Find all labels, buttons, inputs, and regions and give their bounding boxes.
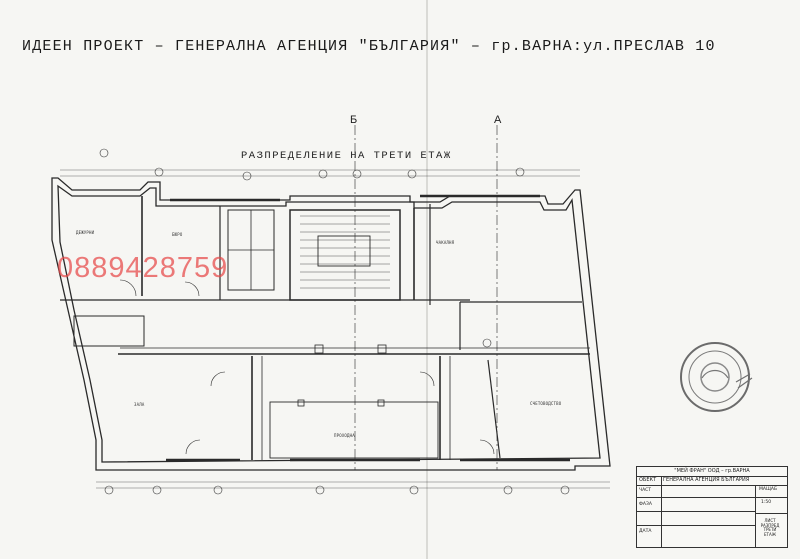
- grid-marker: [104, 485, 114, 495]
- door-swing: [184, 281, 200, 297]
- room-label: ЧАКАЛНЯ: [436, 240, 455, 245]
- grid-marker: [352, 169, 362, 179]
- lobby-inner: [269, 401, 439, 459]
- title-block-date-label: ДАТА: [639, 529, 652, 534]
- column: [377, 399, 385, 407]
- grid-marker: [154, 167, 164, 177]
- door-swing: [119, 279, 137, 297]
- room-label: БЮРО: [172, 232, 183, 237]
- title-block-part-label: ЧАСТ: [639, 488, 652, 493]
- column: [377, 344, 387, 354]
- stair-flight: [300, 215, 390, 289]
- column: [297, 399, 305, 407]
- door-swing: [479, 439, 495, 455]
- wall: [487, 359, 501, 459]
- title-block-sheet-label: ЛИСТ: [764, 518, 776, 523]
- column: [314, 344, 324, 354]
- outer-wall-inner: [57, 184, 601, 463]
- grid-marker: [152, 485, 162, 495]
- grid-marker: [318, 169, 328, 179]
- room-label: ЗАЛА: [134, 402, 145, 407]
- grid-marker: [409, 485, 419, 495]
- title-block-phase-label: ФАЗА: [639, 502, 652, 507]
- room-label: ДЕЖУРНИ: [76, 230, 95, 235]
- title-block-object-value: ГЕНЕРАЛНА АГЕНЦИЯ БЪЛГАРИЯ: [663, 477, 750, 483]
- company-stamp: [680, 342, 753, 412]
- outer-wall: [51, 177, 611, 471]
- grid-marker: [503, 485, 513, 495]
- drawing-header: ИДЕЕН ПРОЕКТ – ГЕНЕРАЛНА АГЕНЦИЯ "БЪЛГАР…: [22, 38, 716, 55]
- grid-marker: [213, 485, 223, 495]
- grid-marker: [560, 485, 570, 495]
- door-swing: [419, 371, 435, 387]
- grid-marker: [515, 167, 525, 177]
- phone-watermark: 0889428759: [57, 252, 229, 284]
- door-swing: [210, 371, 226, 387]
- grid-marker: [315, 485, 325, 495]
- room-label: ПРОХОДНА: [334, 433, 355, 438]
- grid-marker: [242, 171, 252, 181]
- room-label: СЧЕТОВОДСТВО: [530, 401, 562, 406]
- grid-marker: [407, 169, 417, 179]
- small-room: [73, 315, 145, 347]
- stair-core: [289, 209, 401, 301]
- paper-fold: [426, 0, 428, 559]
- stair-well: [317, 235, 371, 267]
- door-swing: [185, 439, 201, 455]
- title-block-firm: "МЕЙ ФРАН" ООД – гр.ВАРНА: [637, 467, 787, 477]
- title-block-scale: 1:50: [761, 500, 772, 505]
- axis-label-b: Б: [350, 114, 358, 126]
- grid-marker: [482, 338, 492, 348]
- grid-marker: [99, 148, 109, 158]
- floor-title: РАЗПРЕДЕЛЕНИЕ НА ТРЕТИ ЕТАЖ: [241, 150, 452, 162]
- axis-label-a: А: [494, 114, 502, 126]
- title-block: "МЕЙ ФРАН" ООД – гр.ВАРНА ОБЕКТ ГЕНЕРАЛН…: [636, 466, 788, 548]
- title-block-object-label: ОБЕКТ: [639, 477, 657, 483]
- title-block-sheet-value: РАЗПРЕД ТРЕТИ ЕТАЖ: [760, 522, 780, 537]
- title-block-scale-label: МАЩАБ: [759, 487, 778, 492]
- title-block-sheet: ЛИСТ РАЗПРЕД ТРЕТИ ЕТАЖ: [757, 518, 783, 537]
- windows: [166, 194, 570, 462]
